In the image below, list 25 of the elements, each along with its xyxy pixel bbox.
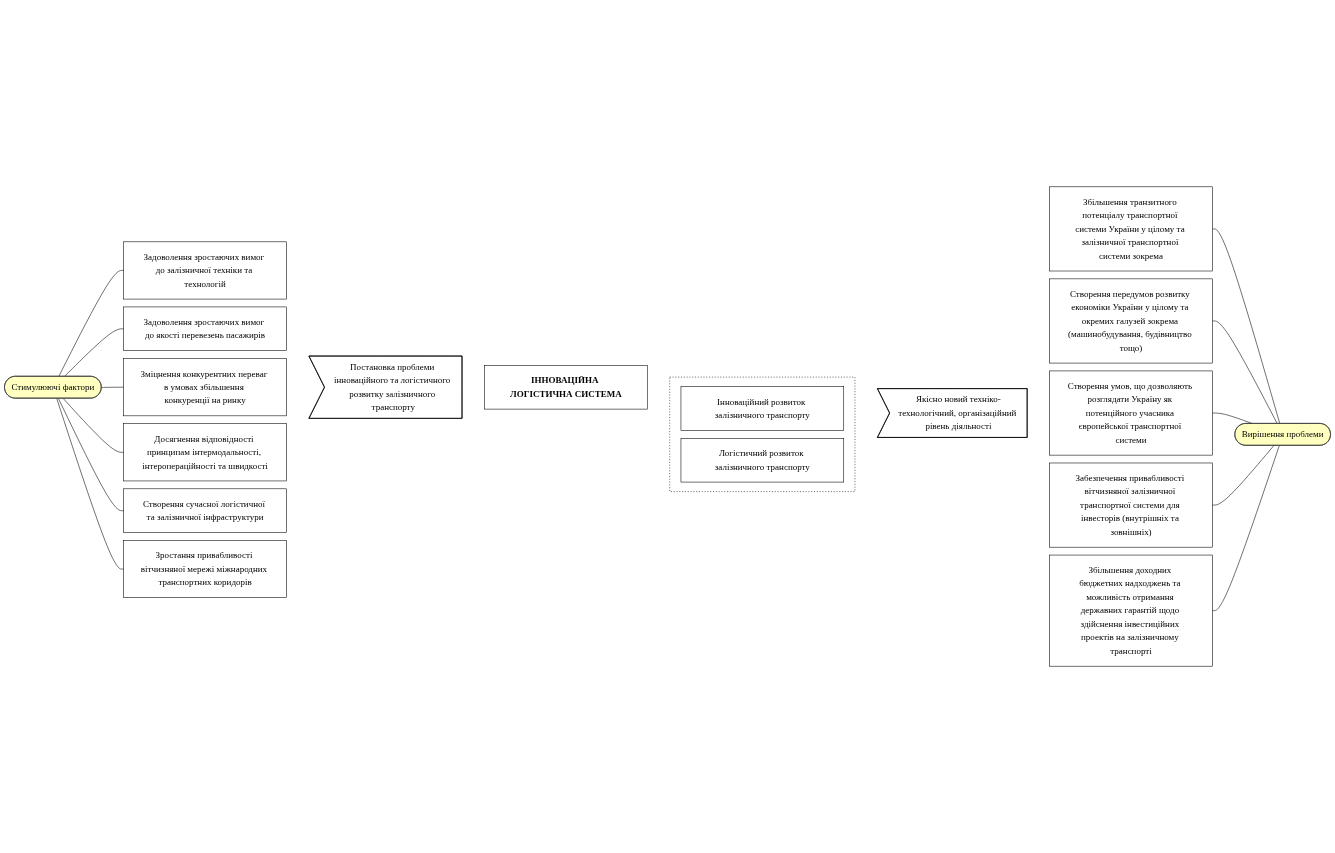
connector: [58, 270, 124, 377]
connector: [1212, 445, 1275, 506]
node-box: Логістичний розвиток залізничного транспорту: [680, 438, 844, 483]
node-box: Збільшення транзитного потенціалу транспортної системи України у цілому та залізничної транспортної системи зокрема: [1049, 186, 1213, 272]
node-box: Створення умов, що дозволяють розглядати Україну як потенційного учасника європейської транспортної системи: [1049, 370, 1213, 456]
node-box: Збільшення доходних бюджетних надходжень та можливість отримання державних гарантій щодо здійснення інвестиційних проектів на залізничному транспорті: [1049, 554, 1213, 667]
connector: [64, 328, 124, 377]
node-box: Зміцнення конкурентних переваг в умовах збільшення конкуренції на ринку: [123, 358, 287, 417]
connector: [58, 398, 124, 511]
node-box: Створення сучасної логістичної та залізничної інфраструктури: [123, 488, 287, 533]
node-box: ІННОВАЦІЙНА ЛОГІСТИЧНА СИСТЕМА: [484, 365, 648, 410]
node-box: Досягнення відповідності принципам інтермодальності, інтеропераційності та швидкості: [123, 423, 287, 482]
node-box: Задоволення зростаючих вимог до залізничної техніки та технологій: [123, 241, 287, 300]
connector: [101, 386, 124, 388]
cluster: [669, 376, 856, 492]
node-box: Створення передумов розвитку економіки України у цілому та окремих галузей зокрема (машинобудування, будівництво тощо): [1049, 278, 1213, 364]
connector: [1212, 228, 1281, 424]
node-box: Задоволення зростаючих вимог до якості перевезень пасажирів: [123, 306, 287, 351]
node-box: Забезпечення привабливості вітчизняної залізничної транспортної системи для інвесторів (внутрішніх та зовнішніх): [1049, 462, 1213, 548]
node-box: Зростання привабливості вітчизняної мережі міжнародних транспортних коридорів: [123, 540, 287, 598]
node-box: Інноваційний розвиток залізничного транспорту: [680, 386, 844, 431]
connector: [1212, 320, 1278, 424]
connector: [1212, 445, 1280, 611]
connector: [62, 398, 124, 453]
connector: [56, 398, 124, 570]
